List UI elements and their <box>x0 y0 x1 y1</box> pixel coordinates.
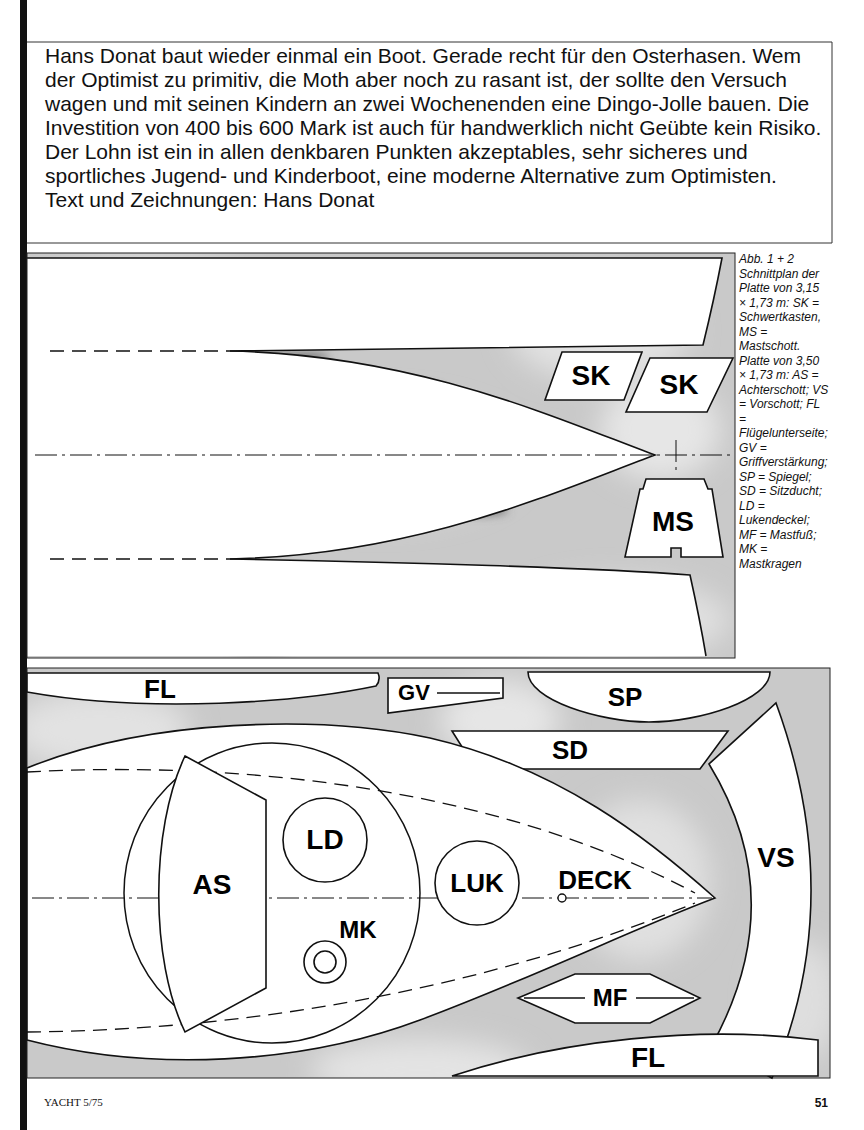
plywood-plate <box>27 253 735 658</box>
part-shape <box>435 841 519 925</box>
part-label: VS <box>757 844 794 872</box>
part-label: DECK <box>558 867 632 893</box>
part-shape <box>314 951 336 973</box>
part-label: MF <box>593 986 628 1010</box>
mark-line <box>437 692 500 693</box>
part-label: FL <box>631 1044 665 1072</box>
figure-caption-text: Abb. 1 + 2 Schnittplan der Platte von 3,… <box>739 252 829 571</box>
cut-part: SP <box>526 670 772 725</box>
part-shape <box>709 703 811 1078</box>
deck-opening <box>124 743 420 1043</box>
part-shape <box>27 673 379 704</box>
plate-border <box>27 668 830 1078</box>
part-label: SK <box>572 362 611 390</box>
part-label: AS <box>193 871 232 899</box>
cut-line <box>27 258 722 656</box>
center-line <box>32 898 712 899</box>
part-shape <box>528 672 770 722</box>
part-shape <box>159 756 266 1032</box>
part-outline <box>27 671 381 715</box>
part-shape <box>283 798 367 882</box>
part-detail <box>27 743 712 1043</box>
part-label: GV <box>398 682 430 704</box>
part-label: LD <box>306 826 343 854</box>
page-number: 51 <box>815 1096 828 1110</box>
frame-line <box>27 42 832 243</box>
cut-part: GV <box>385 675 506 715</box>
cut-part: LUK <box>433 839 521 927</box>
part-shape <box>625 479 723 557</box>
part-shape <box>626 358 733 412</box>
part-label: SD <box>552 737 588 763</box>
part-outline <box>526 670 772 725</box>
part-shape <box>27 724 715 1060</box>
plywood-plate <box>27 668 830 1078</box>
cut-part: FL <box>450 1028 822 1078</box>
part-shape <box>518 974 700 1023</box>
cut-part: MF <box>515 970 703 1027</box>
cut-part: AS <box>148 752 270 1035</box>
part-label: LUK <box>450 870 503 896</box>
dashed-line <box>27 770 695 893</box>
cut-part: FL <box>27 671 381 715</box>
part-label: MS <box>652 508 694 536</box>
cut-part: MK <box>301 918 383 988</box>
cut-part: VS <box>700 700 850 1082</box>
part-label: MK <box>339 918 376 942</box>
intro-block: Hans Donat baut wieder einmal ein Boot. … <box>45 44 830 212</box>
part-shape <box>545 352 642 400</box>
intro-paragraph: Hans Donat baut wieder einmal ein Boot. … <box>45 44 830 188</box>
part-outline <box>27 715 719 1080</box>
mast-hole <box>558 894 566 902</box>
plate-border <box>27 253 735 658</box>
part-outline <box>700 700 850 1082</box>
part-shape <box>388 678 503 713</box>
figure-caption: Abb. 1 + 2 Schnittplan der Platte von 3,… <box>739 252 829 571</box>
author-credit: Text und Zeichnungen: Hans Donat <box>45 188 830 212</box>
part-shape <box>304 941 346 983</box>
cut-part: SK <box>540 350 645 403</box>
cut-part: MS <box>622 476 726 560</box>
cut-part: DECK AS LD LUK MK <box>27 715 719 1080</box>
magazine-issue: YACHT 5/75 <box>44 1096 103 1108</box>
cut-part: LD <box>281 796 369 884</box>
page-bar <box>20 0 27 1130</box>
part-detail <box>437 693 500 694</box>
center-line <box>35 440 730 474</box>
part-shape <box>452 1034 818 1076</box>
cut-part: SK <box>624 356 735 414</box>
part-label: FL <box>144 676 176 702</box>
part-label: SP <box>608 684 643 710</box>
part-label: SK <box>660 371 699 399</box>
